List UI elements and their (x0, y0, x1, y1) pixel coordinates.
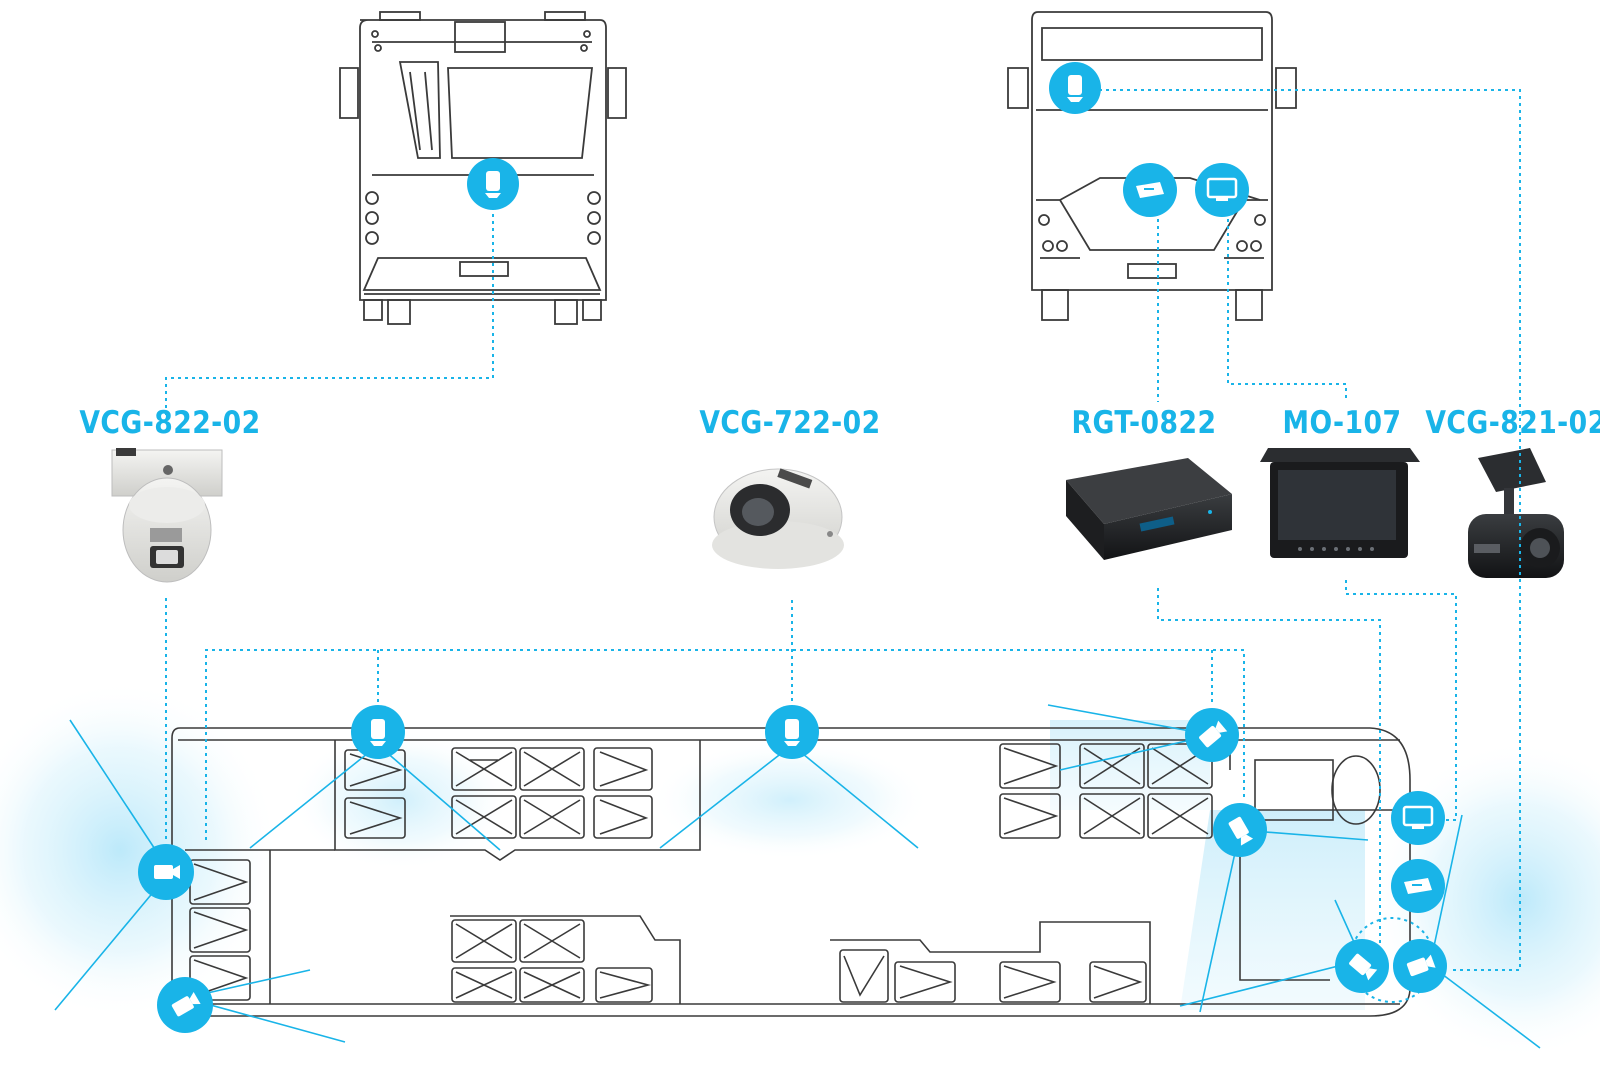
plan-front-camera-marker (138, 844, 194, 900)
plan-door-camera-marker (157, 977, 213, 1033)
device-label-vcg-821: VCG-821-02 (1425, 405, 1600, 441)
device-label-vcg-722: VCG-722-02 (699, 405, 881, 441)
bus-front-camera-marker (467, 158, 519, 210)
view-lines (54, 704, 1541, 1049)
plan-dvr-marker (1391, 859, 1445, 913)
bus-dvr-marker (1123, 163, 1177, 217)
plan-dome-marker-2 (765, 705, 819, 759)
monitor-icon (1260, 448, 1420, 558)
video-recorder-icon (1066, 458, 1232, 560)
dome-camera-icon (111, 448, 223, 583)
device-badges (138, 62, 1447, 1033)
bus-front-view (339, 11, 627, 325)
plan-cabin-camera-marker-1 (1335, 939, 1389, 993)
connection-lines (165, 89, 1521, 1003)
device-label-rgt-0822: RGT-0822 (1071, 405, 1217, 441)
plan-cabin-camera-marker-2 (1393, 939, 1447, 993)
plan-dome-marker-1 (351, 705, 405, 759)
plan-rear-camera-marker-1 (1185, 708, 1239, 762)
device-label-vcg-822: VCG-822-02 (79, 405, 261, 441)
cabin-camera-icon (1468, 448, 1564, 578)
device-label-mo-107: MO-107 (1282, 405, 1402, 441)
plan-rear-camera-marker-2 (1213, 803, 1267, 857)
bus-floor-plan (171, 727, 1411, 1017)
bus-monitor-marker (1195, 163, 1249, 217)
bus-rear-camera-marker (1049, 62, 1101, 114)
plan-monitor-marker (1391, 791, 1445, 845)
mini-dome-camera-icon (712, 468, 844, 569)
